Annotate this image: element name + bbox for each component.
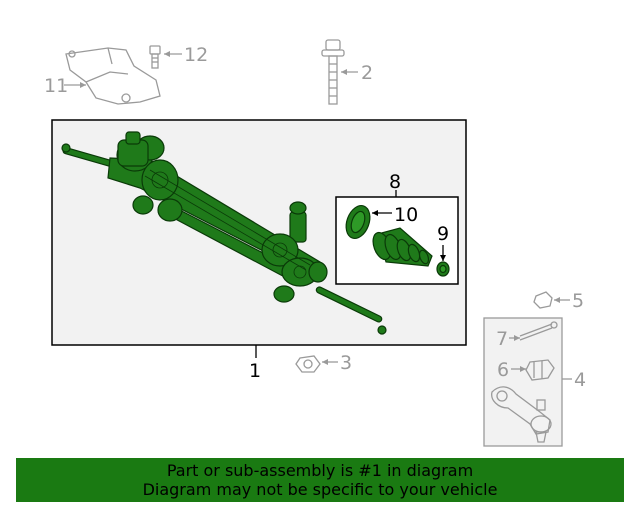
arrow-3 xyxy=(322,359,328,365)
callout-1: 1 xyxy=(249,360,261,382)
callout-2: 2 xyxy=(361,62,373,84)
arrow-7 xyxy=(514,335,520,341)
callout-3: 3 xyxy=(340,352,352,374)
callout-10: 10 xyxy=(394,204,418,226)
banner-line-1: Part or sub-assembly is #1 in diagram xyxy=(166,461,474,480)
arrow-11 xyxy=(80,82,86,88)
tie-rod-end-arm[interactable] xyxy=(491,386,552,443)
gear-detail-lines xyxy=(144,169,311,279)
info-banner: Part or sub-assembly is #1 in diagram Di… xyxy=(16,458,624,502)
callout-6: 6 xyxy=(497,359,509,381)
arrow-6 xyxy=(520,366,526,372)
bolt-part-12[interactable] xyxy=(149,45,161,69)
callout-9: 9 xyxy=(437,223,449,245)
arrow-2 xyxy=(341,69,347,75)
clamp-part-9[interactable] xyxy=(436,261,450,277)
banner-line-2: Diagram may not be specific to your vehi… xyxy=(142,480,498,499)
heat-shield-part-11[interactable] xyxy=(65,47,161,105)
callout-11: 11 xyxy=(44,75,68,97)
callout-4: 4 xyxy=(574,369,586,391)
callout-8: 8 xyxy=(389,171,401,193)
arrow-5 xyxy=(554,297,560,303)
clamp-part-10[interactable] xyxy=(342,202,374,241)
arrow-10 xyxy=(372,210,378,216)
boot-bellows[interactable] xyxy=(370,227,433,267)
nut-part-3[interactable] xyxy=(295,355,321,373)
nut-part-5[interactable] xyxy=(533,291,553,309)
callout-12: 12 xyxy=(184,44,208,66)
bolt-part-2[interactable] xyxy=(321,39,345,105)
castle-nut-part-6[interactable] xyxy=(525,359,555,381)
cotter-pin-part-7[interactable] xyxy=(519,321,558,341)
arrow-9 xyxy=(440,255,446,261)
steering-gear-assembly-part-1[interactable] xyxy=(61,131,387,335)
callout-7: 7 xyxy=(496,328,508,350)
arrow-12 xyxy=(164,51,170,57)
callout-5: 5 xyxy=(572,290,584,312)
